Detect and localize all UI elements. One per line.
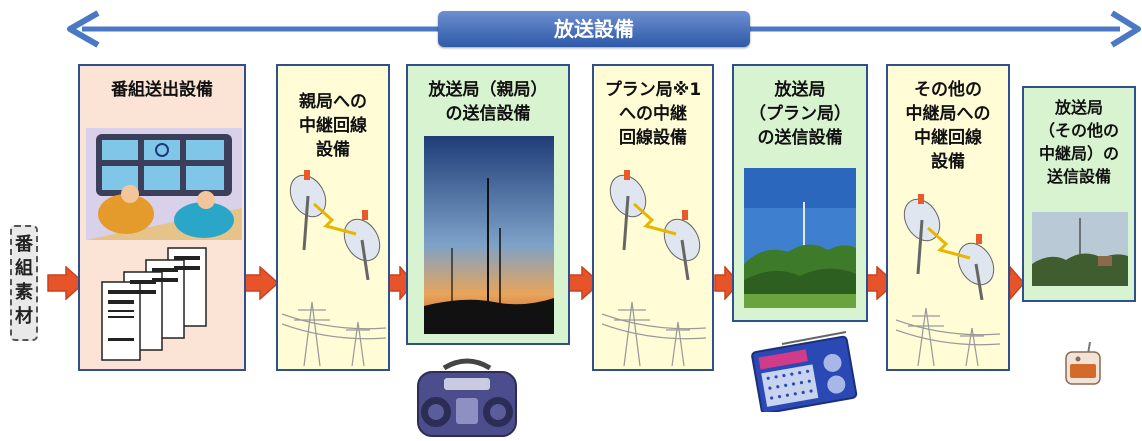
studio-control-room-icon xyxy=(86,128,242,240)
other-station-tower-photo xyxy=(1032,212,1128,286)
stage-title: 放送局 （その他の 中継局）の 送信設備 xyxy=(1038,98,1119,186)
microwave-link-icon xyxy=(903,194,995,300)
stage-title: 放送局（親局） の送信設備 xyxy=(428,80,548,124)
server-racks-icon xyxy=(101,247,207,361)
power-line-tower-icon xyxy=(282,301,386,367)
microwave-link-icon xyxy=(609,170,701,280)
main-station-tower-photo xyxy=(424,136,554,334)
broadcast-equipment-title: 放送設備 xyxy=(438,11,750,47)
program-source-label: 番組素材 xyxy=(15,234,33,327)
plan-station-tower-photo xyxy=(744,168,856,308)
stage-program-output: 番組送出設備 xyxy=(78,64,246,371)
stage-relay-main: 親局への 中継回線 設備 xyxy=(276,64,390,371)
program-source-box: 番組素材 xyxy=(10,225,38,341)
power-line-tower-icon xyxy=(602,301,706,367)
stage-title: プラン局※1 への中継 回線設備 xyxy=(604,80,702,148)
stage-main-station: 放送局（親局） の送信設備 xyxy=(406,64,570,345)
stage-plan-station: 放送局 （プラン局） の送信設備 xyxy=(732,64,868,322)
stage-relay-other: その他の 中継局への 中継回線 設備 xyxy=(886,64,1010,371)
stage-other-relay-station: 放送局 （その他の 中継局）の 送信設備 xyxy=(1022,86,1136,302)
stage-title: 親局への 中継回線 設備 xyxy=(299,92,367,160)
flow-arrow-icon xyxy=(47,266,86,300)
power-line-tower-icon xyxy=(896,307,1000,367)
stage-title: 放送局 （プラン局） の送信設備 xyxy=(749,80,851,148)
pocket-radio-icon xyxy=(1065,341,1101,385)
flow-arrow-icon xyxy=(241,266,280,300)
portable-radio-icon xyxy=(751,331,858,412)
microwave-link-icon xyxy=(289,170,381,280)
stage-title: その他の 中継局への 中継回線 設備 xyxy=(905,80,991,172)
stage-title: 番組送出設備 xyxy=(111,80,213,100)
boombox-radio-icon xyxy=(417,358,517,437)
stage-relay-plan: プラン局※1 への中継 回線設備 xyxy=(592,64,714,371)
